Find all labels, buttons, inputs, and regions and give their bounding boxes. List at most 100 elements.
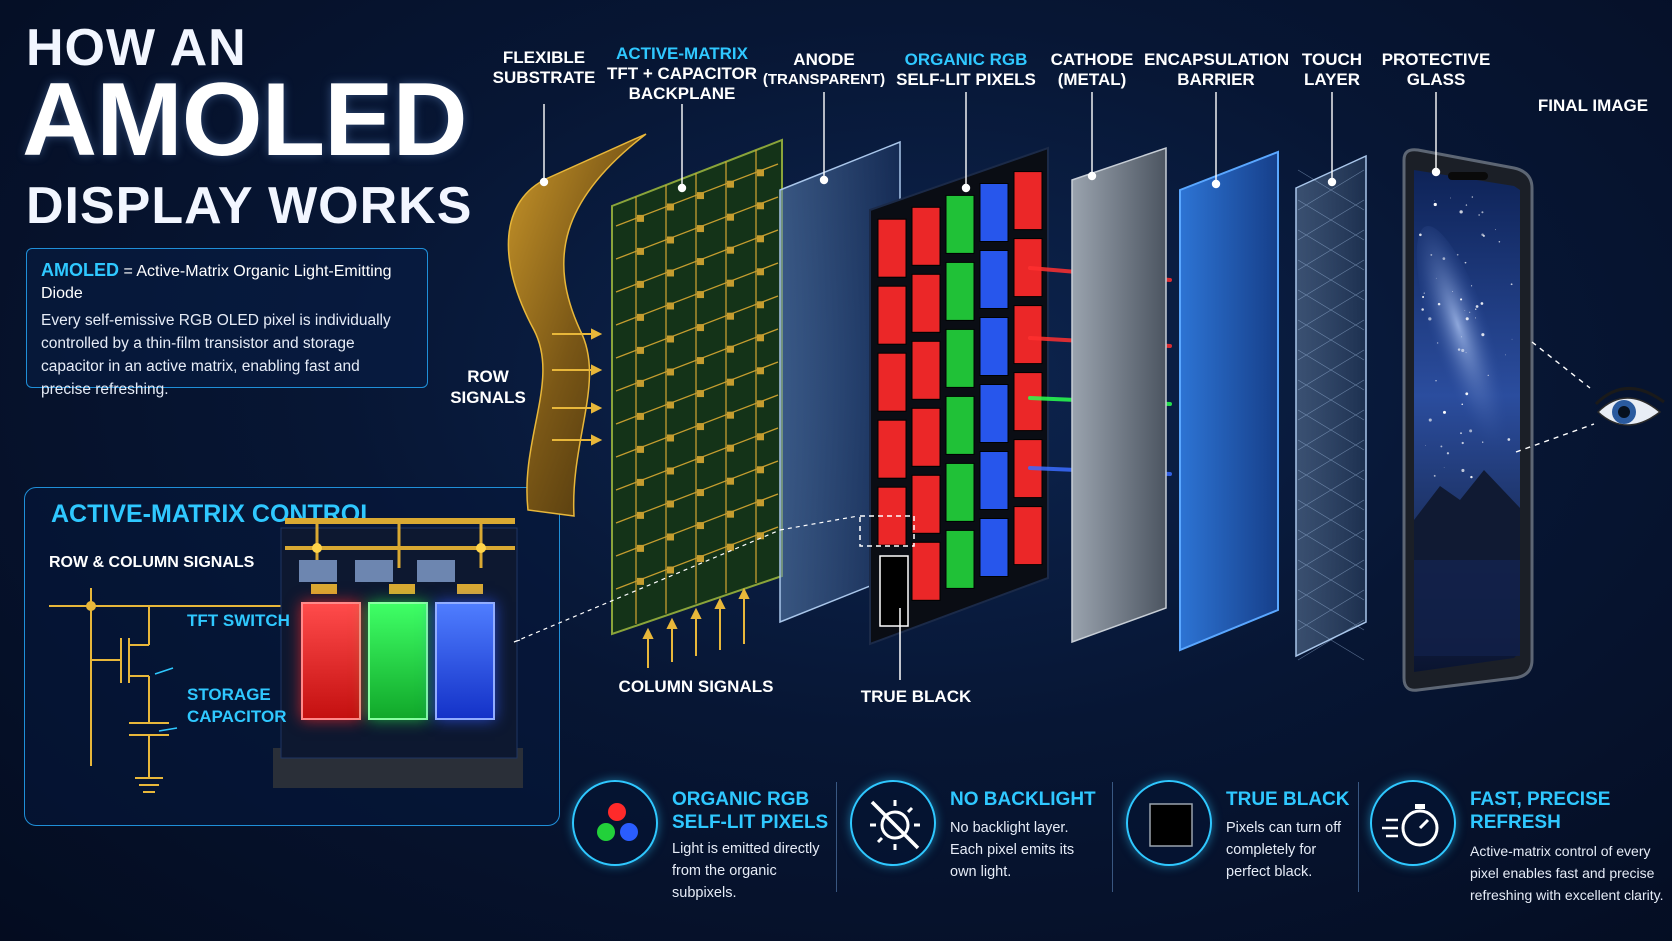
- definition-expansion: = Active-Matrix Organic Light-Emitting D…: [41, 263, 392, 302]
- subpixel-red: [877, 218, 907, 278]
- tft-cell: [667, 335, 674, 343]
- subpixel-green: [945, 261, 975, 321]
- star: [1437, 302, 1441, 306]
- feature-title-line-1: TRUE BLACK: [1226, 789, 1350, 810]
- star: [1440, 445, 1443, 448]
- tft-cell: [727, 477, 734, 485]
- feature-organic-rgb-text: ORGANIC RGB SELF-LIT PIXELS Light is emi…: [672, 788, 834, 904]
- feature-body: Light is emitted directly from the organ…: [672, 838, 834, 904]
- label-encapsulation-line-1: ENCAPSULATION: [1144, 50, 1290, 69]
- feature-title-line-1: NO BACKLIGHT: [950, 789, 1096, 810]
- tft-cell: [637, 544, 644, 552]
- subpixel-red: [877, 285, 907, 345]
- storage-capacitor-label-line-2: CAPACITOR: [187, 707, 287, 726]
- tft-cell: [757, 334, 764, 342]
- touch-grid-line: [1297, 349, 1365, 391]
- subpixel-red: [301, 602, 361, 720]
- touch-grid-line: [1297, 409, 1365, 451]
- label-cathode: CATHODE (METAL): [1042, 50, 1142, 90]
- rgb-pixel-matrix: [869, 146, 1049, 646]
- star: [1494, 229, 1497, 231]
- column-signal-arrows: [642, 587, 750, 668]
- tft-cell: [667, 434, 674, 442]
- viewer-eye: [1515, 341, 1665, 453]
- encapsulation-barrier: [1179, 150, 1279, 652]
- star: [1475, 305, 1479, 308]
- column-signals-label: COLUMN SIGNALS: [618, 677, 774, 696]
- tft-cell: [757, 169, 764, 177]
- tft-cell: [637, 313, 644, 321]
- feature-divider: [836, 782, 837, 892]
- label-leader-lines: [539, 92, 1441, 193]
- feature-body-line-1: Pixels can turn off: [1226, 820, 1341, 836]
- star: [1433, 474, 1436, 477]
- tft-cell: [727, 543, 734, 551]
- tft-cell: [697, 489, 704, 497]
- subpixel-blue: [979, 518, 1009, 577]
- tft-cell: [727, 411, 734, 419]
- star: [1433, 202, 1437, 207]
- row-signals-line-1: ROW: [467, 367, 509, 386]
- star: [1475, 308, 1477, 310]
- label-substrate-line-1: FLEXIBLE: [502, 48, 586, 67]
- tft-cell: [727, 279, 734, 287]
- star: [1457, 348, 1461, 351]
- rgb-dots-icon: [572, 780, 658, 866]
- feature-body: Active-matrix control of every pixel ena…: [1470, 840, 1668, 906]
- tft-cell: [667, 566, 674, 574]
- subpixel-green: [945, 194, 975, 254]
- subpixel-blue: [979, 317, 1009, 376]
- tft-cell: [637, 346, 644, 354]
- tft-cell: [697, 324, 704, 332]
- tft-cell: [637, 412, 644, 420]
- feature-divider: [1358, 782, 1359, 892]
- tft-cell: [757, 466, 764, 474]
- tft-cell: [727, 444, 734, 452]
- star: [1465, 317, 1469, 321]
- tft-cell: [697, 390, 704, 398]
- tft-cell: [667, 401, 674, 409]
- feature-organic-rgb: ORGANIC RGB SELF-LIT PIXELS Light is emi…: [572, 780, 834, 901]
- label-touch-line-2: LAYER: [1303, 70, 1361, 89]
- row-signal-arrows: [552, 328, 603, 446]
- star: [1446, 452, 1450, 455]
- star: [1452, 291, 1453, 292]
- star: [1481, 333, 1485, 337]
- tft-cell: [697, 423, 704, 431]
- feature-body-line-3: perfect black.: [1226, 864, 1313, 880]
- tft-cell: [637, 379, 644, 387]
- touch-grid-line: [1297, 589, 1365, 631]
- feature-body-line-2: pixel enables fast and precise: [1470, 865, 1655, 881]
- star: [1461, 441, 1464, 445]
- tft-cell: [637, 247, 644, 255]
- feature-no-backlight: NO BACKLIGHT No backlight layer. Each pi…: [850, 780, 1112, 900]
- star: [1456, 253, 1459, 256]
- subpixel-red: [877, 419, 907, 479]
- label-glass: PROTECTIVE GLASS: [1380, 50, 1492, 90]
- label-glass-line-1: PROTECTIVE: [1381, 50, 1491, 69]
- star: [1507, 438, 1511, 441]
- star: [1461, 468, 1465, 472]
- feature-body-line-1: Light is emitted directly: [672, 841, 820, 857]
- tft-cell: [667, 236, 674, 244]
- subpixel-red: [911, 206, 941, 266]
- final-image-phone: [1402, 148, 1534, 692]
- title-line-2: AMOLED: [22, 62, 468, 178]
- tft-cell: [667, 269, 674, 277]
- tft-cell: [757, 268, 764, 276]
- tft-cell: [727, 312, 734, 320]
- star: [1436, 342, 1439, 344]
- label-encapsulation-line-2: BARRIER: [1177, 70, 1255, 89]
- no-backlight-icon: [850, 780, 936, 866]
- tft-cell: [697, 522, 704, 530]
- subpixel-red: [1013, 305, 1043, 365]
- subpixel-green: [945, 328, 975, 388]
- subpixel-green: [945, 462, 975, 522]
- touch-grid-line: [1297, 439, 1365, 481]
- touch-grid-line: [1297, 289, 1365, 331]
- star: [1480, 302, 1484, 305]
- star: [1442, 410, 1446, 414]
- star: [1464, 261, 1467, 264]
- feature-body-line-3: refreshing with excellent clarity.: [1470, 887, 1664, 903]
